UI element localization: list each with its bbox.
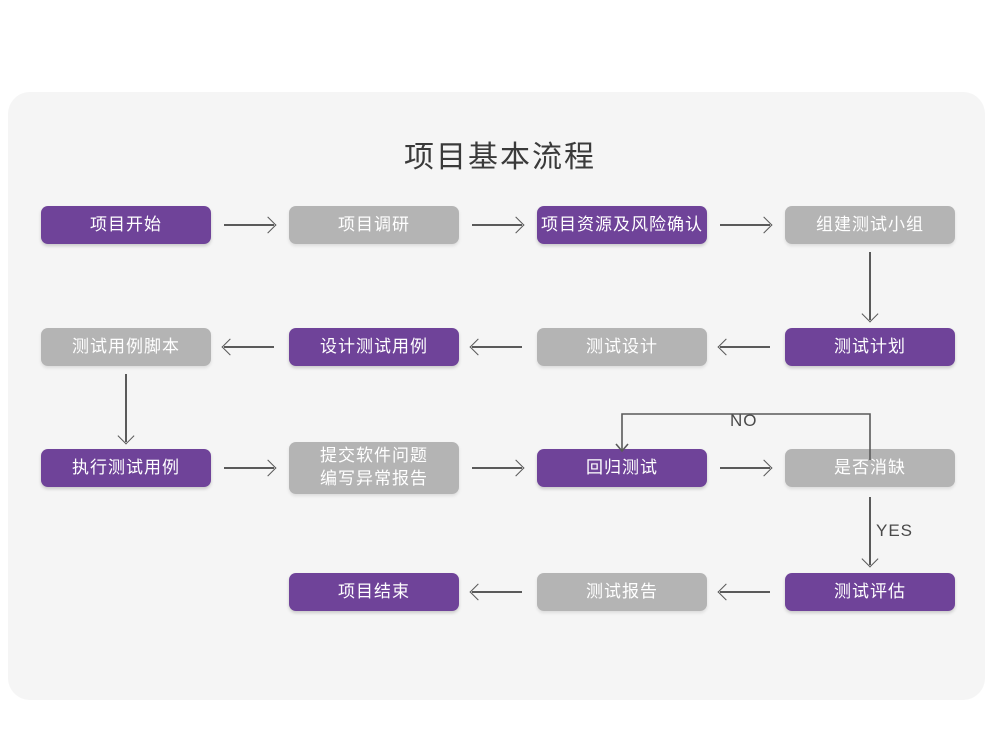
- flow-node-label: 测试评估: [834, 581, 906, 601]
- flow-node-test-report[interactable]: 测试报告: [537, 573, 707, 611]
- arrow-left-icon: [717, 337, 770, 357]
- flow-node-test-case-script[interactable]: 测试用例脚本: [41, 328, 211, 366]
- flow-node-label: 项目开始: [90, 214, 162, 234]
- flow-node-label: 提交软件问题 编写异常报告: [320, 446, 428, 488]
- flow-node-submit-issue-report[interactable]: 提交软件问题 编写异常报告: [289, 442, 459, 494]
- flow-node-label: 测试用例脚本: [72, 336, 180, 356]
- arrow-down-icon: [860, 252, 880, 323]
- flow-node-label: 测试报告: [586, 581, 658, 601]
- arrow-left-icon: [469, 337, 522, 357]
- arrow-right-icon: [720, 458, 773, 478]
- arrow-right-icon: [720, 215, 773, 235]
- flow-node-label: 测试设计: [586, 336, 658, 356]
- arrow-right-icon: [224, 458, 277, 478]
- loop-connector-no: [615, 413, 871, 460]
- arrow-right-icon: [224, 215, 277, 235]
- flow-node-label: 项目资源及风险确认: [541, 214, 703, 234]
- flow-node-label: 组建测试小组: [816, 214, 924, 234]
- arrow-right-icon: [472, 215, 525, 235]
- arrow-right-icon: [472, 458, 525, 478]
- arrow-down-icon: [860, 497, 880, 568]
- flow-node-test-plan[interactable]: 测试计划: [785, 328, 955, 366]
- flow-node-label: 是否消缺: [834, 457, 906, 477]
- edge-label-yes: YES: [876, 521, 914, 540]
- flow-node-label: 测试计划: [834, 336, 906, 356]
- flow-node-design-test-case[interactable]: 设计测试用例: [289, 328, 459, 366]
- flow-node-label: 项目调研: [338, 214, 410, 234]
- flow-node-project-start[interactable]: 项目开始: [41, 206, 211, 244]
- flow-node-execute-test-case[interactable]: 执行测试用例: [41, 449, 211, 487]
- arrow-left-icon: [469, 582, 522, 602]
- flow-node-regression-test[interactable]: 回归测试: [537, 449, 707, 487]
- page-title: 项目基本流程: [404, 141, 596, 174]
- flow-node-test-evaluation[interactable]: 测试评估: [785, 573, 955, 611]
- flow-node-project-end[interactable]: 项目结束: [289, 573, 459, 611]
- flow-node-test-design[interactable]: 测试设计: [537, 328, 707, 366]
- arrow-down-icon: [116, 374, 136, 445]
- flow-node-label: 执行测试用例: [72, 457, 180, 477]
- flow-node-label: 设计测试用例: [320, 336, 428, 356]
- arrow-left-icon: [717, 582, 770, 602]
- flow-node-project-research[interactable]: 项目调研: [289, 206, 459, 244]
- flow-node-resource-risk-confirm[interactable]: 项目资源及风险确认: [537, 206, 707, 244]
- edge-label-no: NO: [730, 411, 758, 430]
- flow-node-label: 回归测试: [586, 457, 658, 477]
- arrow-left-icon: [221, 337, 274, 357]
- flow-node-build-test-team[interactable]: 组建测试小组: [785, 206, 955, 244]
- flow-node-label: 项目结束: [338, 581, 410, 601]
